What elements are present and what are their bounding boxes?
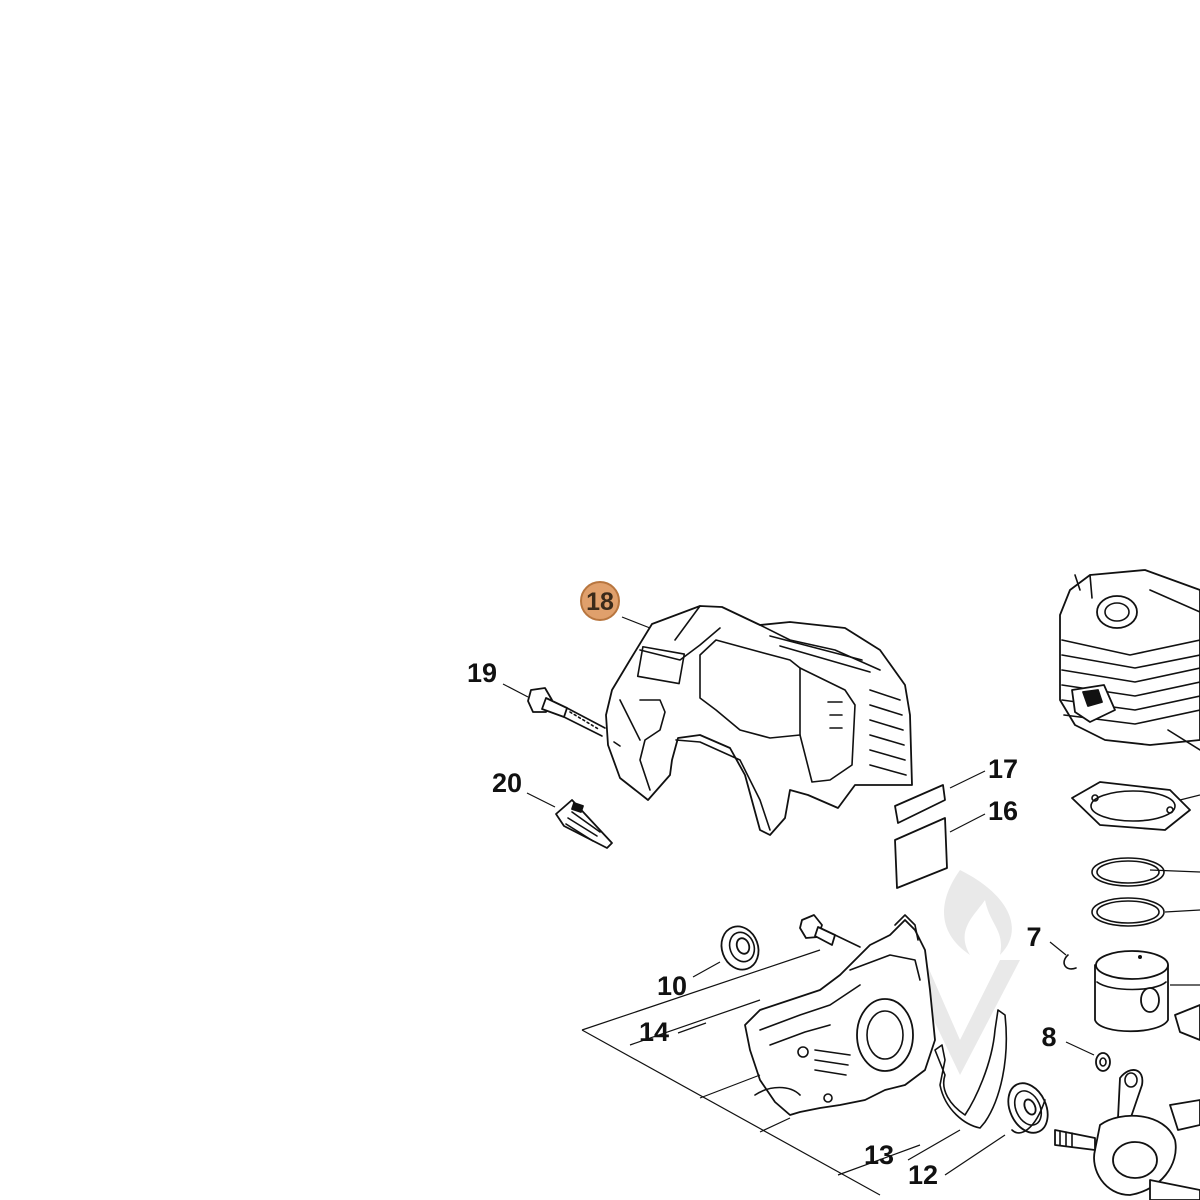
circlip-7-part[interactable]	[1063, 954, 1077, 970]
label-20-part[interactable]	[555, 799, 613, 849]
crankcase-14-part[interactable]	[744, 914, 936, 1116]
callout-7-label[interactable]: 7	[1026, 922, 1041, 952]
piston-ring-part[interactable]	[1091, 857, 1165, 887]
gasket-13-part[interactable]	[934, 1009, 1008, 1129]
callout-10-label[interactable]: 10	[657, 971, 687, 1001]
callout-17-label[interactable]: 17	[988, 754, 1018, 784]
callout-13-label[interactable]: 13	[864, 1140, 894, 1170]
callout-8-label[interactable]: 8	[1041, 1022, 1056, 1052]
piston-part[interactable]	[1094, 950, 1169, 1033]
watermark-logo	[905, 870, 1020, 1075]
leader-lines	[502, 616, 1200, 1196]
cylinder-shroud-part[interactable]	[605, 605, 913, 836]
callout-12-label[interactable]: 12	[908, 1160, 938, 1190]
needle-cage-8-part[interactable]	[1095, 1052, 1111, 1072]
wrist-pin-part[interactable]	[1174, 1004, 1200, 1041]
crankshaft-part[interactable]	[1054, 1069, 1200, 1200]
callout-18-label: 18	[586, 588, 614, 616]
gasket-17-part[interactable]	[894, 784, 946, 824]
oil-seal-10-part[interactable]	[716, 921, 765, 975]
cylinder-part[interactable]	[1059, 569, 1200, 751]
callout-19-label[interactable]: 19	[467, 658, 497, 688]
screw-19-part[interactable]	[527, 687, 606, 737]
callout-18-badge[interactable]: 18	[580, 581, 620, 621]
base-gasket-part[interactable]	[1071, 781, 1191, 831]
callout-18-highlight-circle	[580, 581, 620, 621]
callout-20-label[interactable]: 20	[492, 768, 522, 798]
callout-16-label[interactable]: 16	[988, 796, 1018, 826]
callout-14-label[interactable]: 14	[639, 1017, 669, 1047]
piston-ring-part[interactable]	[1091, 897, 1165, 927]
ball-bearing-12-part[interactable]	[1001, 1077, 1056, 1139]
crankcase-screw-part[interactable]	[799, 914, 861, 948]
gasket-16-part[interactable]	[894, 817, 948, 889]
